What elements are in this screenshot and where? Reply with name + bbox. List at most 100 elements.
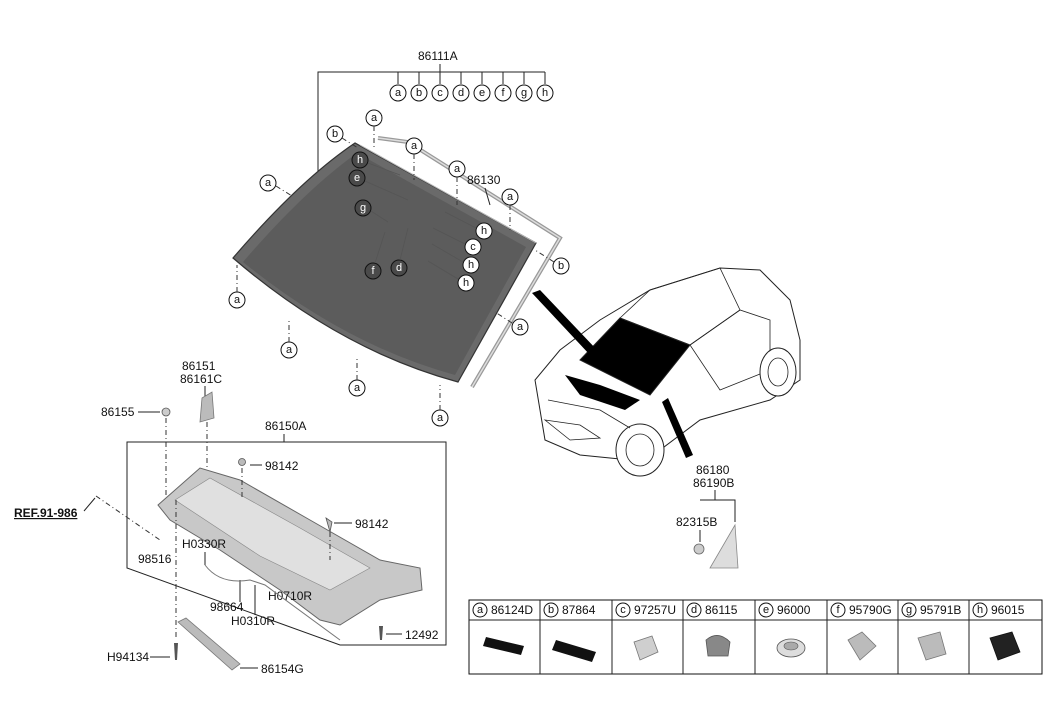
row-letter-a: a bbox=[395, 87, 402, 99]
legend-part-number: 97257U bbox=[634, 603, 676, 617]
car-illustration bbox=[534, 267, 801, 477]
pointer-trim bbox=[662, 398, 693, 458]
letter-row-86111A: a b c d e f g h bbox=[389, 72, 554, 102]
svg-text:c: c bbox=[470, 241, 476, 253]
legend-cell-b: b 87864 bbox=[543, 602, 596, 618]
legend-letter: a bbox=[477, 604, 484, 616]
svg-text:h: h bbox=[468, 259, 474, 271]
label-86154G: 86154G bbox=[261, 662, 304, 676]
label-H0310R: H0310R bbox=[231, 614, 275, 628]
svg-text:b: b bbox=[558, 260, 564, 272]
windshield-callouts: a b a a a a b a a a a a h e g f d h bbox=[228, 109, 570, 427]
svg-text:a: a bbox=[371, 112, 378, 124]
row-letter-d: d bbox=[458, 87, 464, 99]
windshield-glass bbox=[232, 142, 537, 383]
row-letter-g: g bbox=[521, 87, 527, 99]
legend-letter: d bbox=[691, 604, 697, 616]
legend-part-number: 86115 bbox=[705, 603, 738, 617]
svg-text:a: a bbox=[354, 382, 361, 394]
clip-82315B bbox=[693, 543, 705, 555]
bracket-86150A bbox=[126, 434, 447, 646]
svg-text:h: h bbox=[481, 225, 487, 237]
legend-letter: g bbox=[906, 604, 912, 616]
svg-text:a: a bbox=[437, 412, 444, 424]
legend-part-number: 96000 bbox=[777, 603, 811, 617]
label-98516: 98516 bbox=[138, 552, 172, 566]
legend-letter: h bbox=[977, 604, 983, 616]
pad-87864-icon bbox=[552, 640, 596, 662]
label-H94134: H94134 bbox=[107, 650, 149, 664]
label-86161C: 86161C bbox=[180, 372, 222, 386]
svg-text:h: h bbox=[463, 277, 469, 289]
legend-cell-d: d 86115 bbox=[686, 602, 738, 618]
legend-letter-circle bbox=[615, 602, 631, 618]
legend-cell-h: h 96015 bbox=[972, 602, 1025, 618]
leader bbox=[484, 187, 491, 206]
pad-86124D-icon bbox=[483, 637, 524, 655]
svg-text:a: a bbox=[454, 163, 461, 175]
label-86180: 86180 bbox=[696, 463, 730, 477]
legend-icons bbox=[483, 631, 1021, 662]
svg-text:a: a bbox=[507, 191, 514, 203]
label-86151: 86151 bbox=[182, 359, 216, 373]
clip-96015-icon bbox=[989, 631, 1021, 661]
legend-part-number: 95790G bbox=[849, 603, 892, 617]
clip-86155 bbox=[161, 407, 171, 417]
label-98664: 98664 bbox=[210, 600, 244, 614]
cover-86115-icon bbox=[705, 635, 731, 657]
svg-text:a: a bbox=[517, 321, 524, 333]
legend-letter-circle bbox=[830, 602, 846, 618]
legend-letter: e bbox=[763, 604, 769, 616]
bracket-95791B-icon bbox=[917, 631, 947, 661]
svg-text:g: g bbox=[360, 202, 366, 214]
bracket-86154G bbox=[177, 617, 241, 671]
svg-text:a: a bbox=[234, 294, 241, 306]
legend-part-number: 86124D bbox=[491, 603, 533, 617]
pointer-windshield bbox=[532, 290, 597, 355]
corner-trim-86190B bbox=[709, 523, 739, 569]
legend-cell-e: e 96000 bbox=[758, 602, 811, 618]
label-86155: 86155 bbox=[101, 405, 135, 419]
row-letter-h: h bbox=[542, 87, 548, 99]
bolt-H94134 bbox=[174, 643, 178, 660]
row-letter-c: c bbox=[437, 87, 443, 99]
ref-link[interactable]: REF.91-986 bbox=[14, 506, 78, 520]
bolt-12492 bbox=[379, 626, 383, 640]
label-86111A: 86111A bbox=[418, 49, 458, 63]
label-86130: 86130 bbox=[467, 173, 501, 187]
label-86190B: 86190B bbox=[693, 476, 734, 490]
svg-text:b: b bbox=[332, 128, 338, 140]
legend-cell-a: a 86124D bbox=[472, 602, 533, 618]
part-86151 bbox=[199, 391, 215, 423]
legend-letter: b bbox=[548, 604, 554, 616]
legend-letter-circle bbox=[901, 602, 917, 618]
legend-letter-circle bbox=[758, 602, 774, 618]
label-12492: 12492 bbox=[405, 628, 439, 642]
bracket-86111A bbox=[317, 71, 545, 200]
legend-part-number: 96015 bbox=[991, 603, 1025, 617]
label-86150A: 86150A bbox=[265, 419, 306, 433]
label-H0330R: H0330R bbox=[182, 537, 226, 551]
bracket-95790G-icon bbox=[847, 631, 877, 661]
row-letter-f: f bbox=[501, 87, 505, 99]
legend-cell-g: g 95791B bbox=[901, 602, 961, 618]
row-letter-e: e bbox=[479, 87, 485, 99]
label-98142-mid: 98142 bbox=[355, 517, 389, 531]
row-letter-b: b bbox=[416, 87, 422, 99]
svg-text:f: f bbox=[371, 265, 375, 277]
svg-text:h: h bbox=[357, 154, 363, 166]
label-82315B: 82315B bbox=[676, 515, 717, 529]
legend-letter: c bbox=[620, 604, 626, 616]
legend-letter-circle bbox=[472, 602, 488, 618]
screw-98142-top bbox=[238, 458, 246, 466]
label-98142-top: 98142 bbox=[265, 459, 299, 473]
svg-text:a: a bbox=[411, 140, 418, 152]
svg-text:d: d bbox=[396, 262, 402, 274]
legend-letter-circle bbox=[972, 602, 988, 618]
legend-part-number: 87864 bbox=[562, 603, 596, 617]
legend-part-number: 95791B bbox=[920, 603, 961, 617]
svg-text:a: a bbox=[286, 344, 293, 356]
